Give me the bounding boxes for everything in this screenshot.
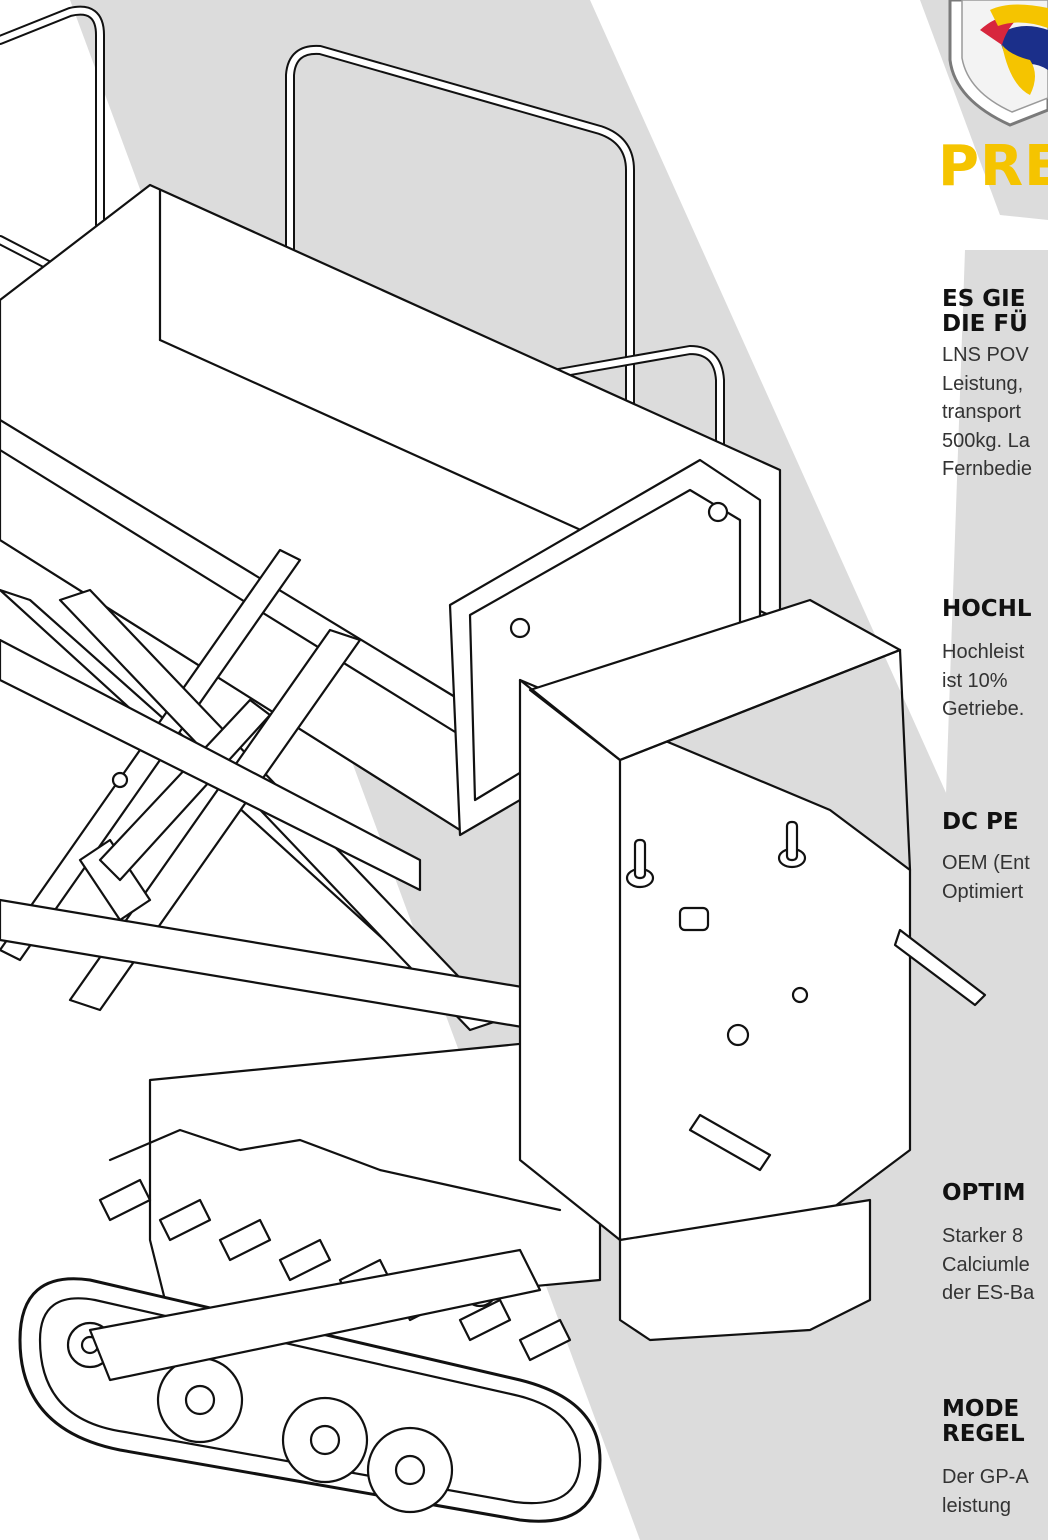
body-line: LNS POV xyxy=(942,344,1029,366)
section-body: OEM (Ent Optimiert xyxy=(942,849,1048,906)
body-line: leistung xyxy=(942,1494,1011,1517)
brand-name: PRE xyxy=(938,134,1048,199)
section-body: Hochleist ist 10% Getriebe. xyxy=(942,638,1048,724)
body-line: Der GP-A xyxy=(942,1466,1029,1488)
section-body: Der GP-A leistung xyxy=(942,1463,1048,1520)
body-line: OEM (Ent xyxy=(942,852,1030,874)
body-line: Leistung, xyxy=(942,372,1024,395)
body-line: ist 10% xyxy=(942,669,1008,692)
section-controller: MODE REGEL Der GP-A leistung xyxy=(942,1397,1048,1520)
body-line: Optimiert xyxy=(942,880,1024,903)
section-title-line: OPTIM xyxy=(942,1181,1026,1206)
section-battery: OPTIM Starker 8 Calciumle der ES-Ba xyxy=(942,1181,1048,1308)
body-line: Fernbedie xyxy=(942,458,1033,481)
section-title-line: HOCHL xyxy=(942,597,1032,622)
section-intro: ES GIE DIE FÜ LNS POV Leistung, transpor… xyxy=(942,287,1048,484)
body-line: Starker 8 xyxy=(942,1225,1024,1247)
section-body: LNS POV Leistung, transport 500kg. La Fe… xyxy=(942,341,1048,484)
body-line: transport xyxy=(942,401,1021,424)
section-body: Starker 8 Calciumle der ES-Ba xyxy=(942,1222,1048,1308)
body-line: 500kg. La xyxy=(942,429,1030,452)
body-line: Calciumle xyxy=(942,1253,1030,1276)
lift-drawing xyxy=(0,5,987,1523)
section-title-line: ES GIE xyxy=(942,287,1026,312)
section-title-line: DIE FÜ xyxy=(942,311,1028,337)
section-title-line: DC PE xyxy=(942,810,1019,835)
body-line: Hochleist xyxy=(942,641,1025,663)
body-line: der ES-Ba xyxy=(942,1282,1035,1305)
section-title-line: REGEL xyxy=(942,1421,1025,1447)
body-line: Getriebe. xyxy=(942,698,1025,721)
shield-logo-icon xyxy=(948,0,1048,127)
section-dc-motor: DC PE OEM (Ent Optimiert xyxy=(942,810,1048,906)
section-title-line: MODE xyxy=(942,1397,1020,1422)
section-performance: HOCHL Hochleist ist 10% Getriebe. xyxy=(942,597,1048,724)
